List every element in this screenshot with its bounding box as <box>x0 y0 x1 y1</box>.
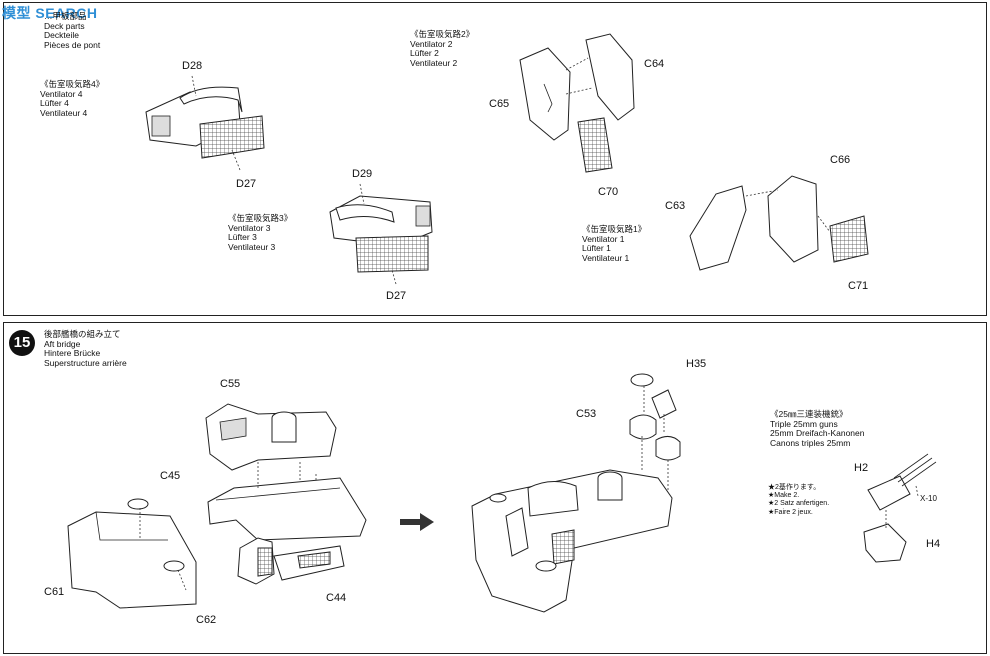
top-step-panel <box>3 2 987 316</box>
aft-bridge-exploded-drawing <box>67 403 367 609</box>
part-label: C44 <box>326 592 347 604</box>
triple-gun-drawing <box>863 453 937 563</box>
part-label: C63 <box>665 200 686 212</box>
part-label: H35 <box>686 358 707 370</box>
part-label: C62 <box>196 614 217 626</box>
part-label: C65 <box>489 98 510 110</box>
ventilator-1-drawing <box>689 175 869 271</box>
step-number-badge: 15 <box>9 330 35 356</box>
assembly-arrow-icon <box>400 513 434 531</box>
aft-bridge-assembled-drawing <box>471 373 681 613</box>
part-label: D29 <box>352 168 373 180</box>
part-label: C55 <box>220 378 241 390</box>
watermark-logo: 模型 SEARCH <box>2 5 98 21</box>
part-label: X-10 <box>920 494 937 503</box>
part-label: C53 <box>576 408 597 420</box>
part-label: H2 <box>854 462 869 474</box>
part-label: C61 <box>44 586 65 598</box>
part-label: C45 <box>160 470 181 482</box>
ventilator-3-drawing <box>329 183 433 285</box>
part-label: D28 <box>182 60 203 72</box>
make-two-note: ★2基作ります。★Make 2.★2 Satz anfertigen.★Fair… <box>768 484 830 516</box>
part-label: C71 <box>848 280 869 292</box>
part-label: D27 <box>236 178 257 190</box>
part-label: H4 <box>926 538 941 550</box>
part-label: C64 <box>644 58 665 70</box>
part-label: C70 <box>598 186 619 198</box>
ventilator-2-drawing <box>519 33 635 173</box>
part-label: D27 <box>386 290 407 302</box>
ventilator-4-drawing <box>145 75 265 171</box>
part-label: C66 <box>830 154 851 166</box>
